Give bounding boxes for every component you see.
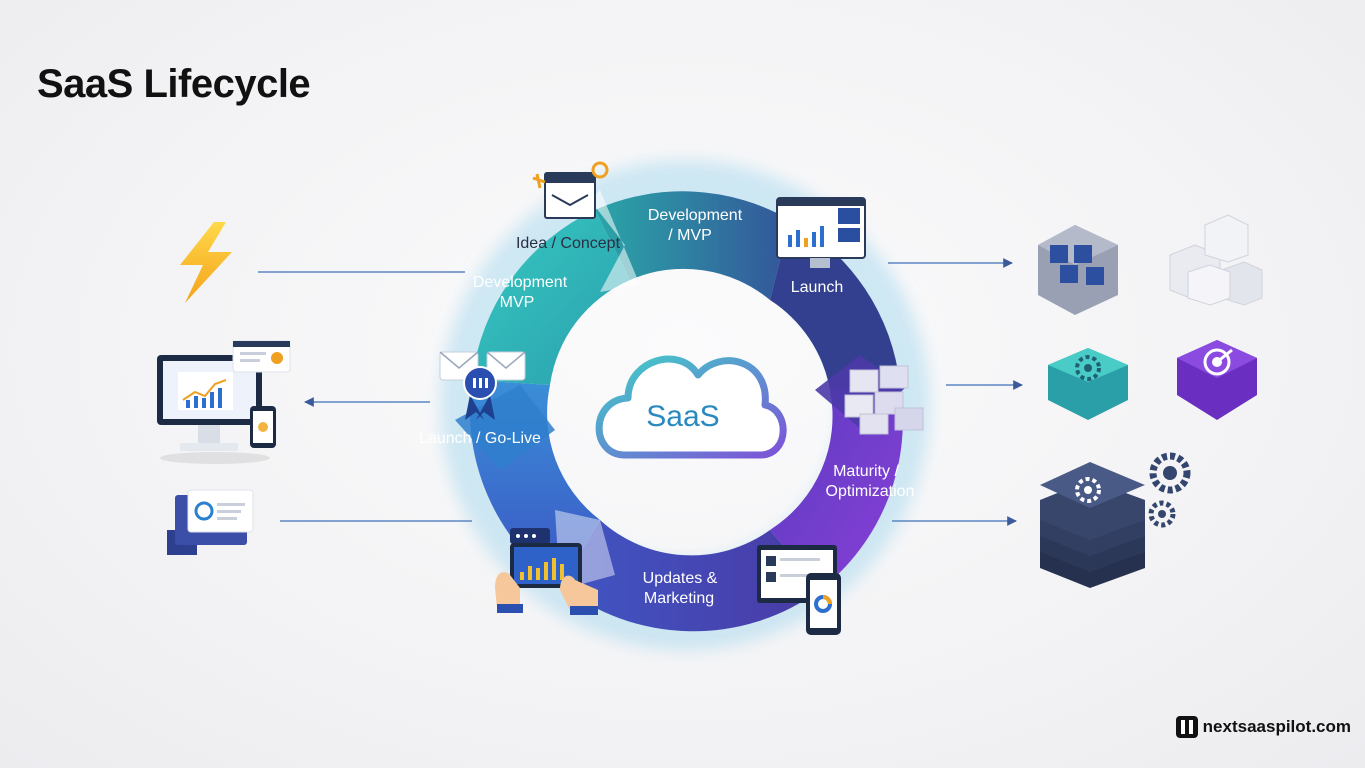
- purple-target-block-icon: [1177, 340, 1257, 420]
- desktop-analytics-icon: [157, 340, 291, 464]
- window-settings-icon: [532, 161, 609, 219]
- tablet-chart-icon: [495, 528, 598, 615]
- mobile-dashboard-icon: [757, 545, 841, 635]
- notch-top-left: [590, 190, 640, 292]
- teal-gear-block-icon: [1048, 348, 1128, 420]
- label-development-mvp-left-1: Development: [473, 274, 568, 291]
- center-label: SaaS: [646, 400, 719, 433]
- server-stack-icon: [1040, 462, 1145, 588]
- segment-launch: [770, 220, 900, 390]
- segment-idea-concept: [472, 210, 630, 385]
- white-blocks-icon: [1169, 214, 1263, 306]
- lightning-icon: [180, 222, 232, 303]
- brand-logo-icon: [1175, 716, 1198, 738]
- cubes-icon: [844, 365, 924, 435]
- label-maturity-1: Maturity /: [833, 463, 899, 480]
- label-development-mvp-top-1: Development: [648, 207, 743, 224]
- badge-icon: [463, 366, 497, 420]
- cloud-shape: [595, 355, 787, 459]
- label-updates-2: Marketing: [644, 590, 714, 607]
- label-maturity-2: Optimization: [826, 483, 915, 500]
- layered-cube-icon: [1038, 225, 1118, 315]
- label-idea-concept: Idea / Concept: [516, 235, 621, 252]
- segment-development-mvp: [595, 191, 790, 300]
- brand[interactable]: nextsaaspilot.com: [1175, 716, 1351, 738]
- label-development-mvp-top-2: / MVP: [668, 227, 712, 244]
- label-launch: Launch: [791, 279, 844, 296]
- monitor-chart-icon: [776, 197, 866, 268]
- notch-left: [455, 385, 555, 470]
- label-updates-1: Updates &: [643, 570, 718, 587]
- document-card-icon: [167, 489, 254, 555]
- segment-maturity: [770, 385, 903, 590]
- gears-icon: [1148, 452, 1191, 528]
- segment-updates-marketing: [560, 520, 820, 632]
- label-launch-go-live: Launch / Go-Live: [419, 430, 541, 447]
- page-title: SaaS Lifecycle: [37, 62, 311, 106]
- connectors: [258, 258, 1023, 526]
- brand-name: nextsaaspilot.com: [1202, 717, 1351, 736]
- label-development-mvp-left-2: MVP: [500, 294, 535, 311]
- saas-cloud: SaaS: [595, 355, 787, 459]
